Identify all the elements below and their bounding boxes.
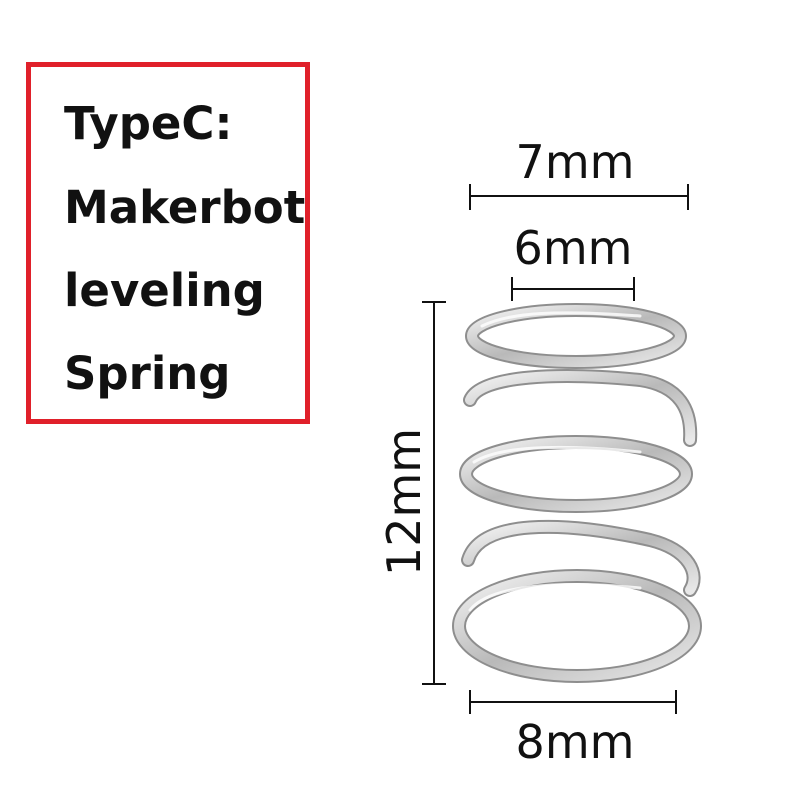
dimension-12mm <box>422 301 446 685</box>
label-box: TypeC: Makerbot leveling Spring <box>26 62 310 424</box>
spring <box>452 303 702 683</box>
dimension-7mm <box>469 184 689 210</box>
dimension-label-top-outer: 7mm <box>516 135 635 189</box>
label-line-purpose: leveling <box>64 264 265 317</box>
label-line-product: Spring <box>64 347 231 400</box>
dimension-8mm <box>469 690 677 714</box>
label-line-type: TypeC: <box>64 97 233 150</box>
dimension-label-top-inner: 6mm <box>514 221 633 275</box>
dimension-6mm <box>511 277 635 301</box>
dimension-label-height: 12mm <box>377 428 431 576</box>
dimension-label-bottom: 8mm <box>516 715 635 769</box>
label-line-brand: Makerbot <box>64 181 306 234</box>
